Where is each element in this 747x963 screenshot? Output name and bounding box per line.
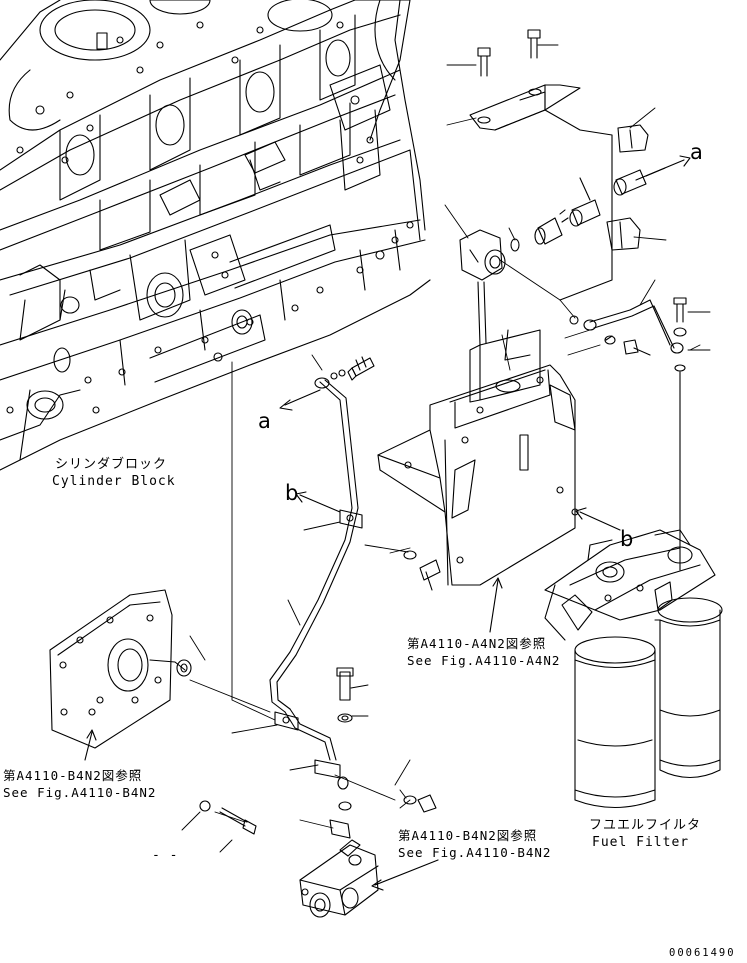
- cylinder-block-label-en: Cylinder Block: [52, 474, 176, 489]
- clamp-clip-lower: [606, 217, 641, 251]
- dash-marks: - -: [152, 848, 179, 863]
- front-cover-plate: [49, 589, 192, 749]
- marker-b-left: b: [285, 481, 299, 505]
- arrow-ref-b4n2-left: [84, 729, 97, 761]
- fuel-tube: [269, 369, 363, 839]
- upper-bracket: [469, 29, 613, 301]
- eye-bolt-top: [347, 356, 375, 381]
- ref-b4n2-bottom-label-en: See Fig.A4110-B4N2: [398, 845, 552, 860]
- leader-lines: [181, 44, 711, 853]
- arrow-b-right: [575, 507, 621, 531]
- ref-b4n2-left-label-jp: 第A4110-B4N2図参照: [3, 768, 143, 783]
- fuel-filter-label-jp: フユエルフイルタ: [589, 818, 702, 833]
- fuel-strainer-block: [299, 839, 379, 918]
- connector-fitting-1: [510, 209, 569, 252]
- arrow-ref-a4n2: [489, 577, 503, 633]
- return-pipe: [569, 299, 684, 356]
- arrow-a-top: [635, 155, 691, 181]
- fuel-filter: [544, 529, 723, 809]
- bolt-right: [673, 297, 687, 571]
- fuel-filter-label-en: Fuel Filter: [592, 835, 690, 850]
- marker-a-left: a: [258, 409, 271, 433]
- filter-bracket: [377, 281, 579, 586]
- clamp-clip-upper: [617, 124, 649, 153]
- arrow-a-left: [279, 389, 321, 411]
- ref-a4n2-label-jp: 第A4110-A4N2図参照: [407, 636, 547, 651]
- arrow-ref-b4n2-bottom: [371, 859, 439, 891]
- cylinder-block-label-jp: シリンダブロック: [55, 457, 168, 472]
- connector-fitting-2: [569, 177, 601, 227]
- ref-b4n2-left-label-en: See Fig.A4110-B4N2: [3, 785, 157, 800]
- marker-b-right: b: [620, 527, 634, 551]
- bolt-lower-left: [199, 800, 257, 835]
- ref-b4n2-bottom-label-jp: 第A4110-B4N2図参照: [398, 828, 538, 843]
- arrow-b-left: [295, 491, 341, 513]
- tee-joint: [459, 229, 506, 281]
- marker-a-top: a: [690, 140, 703, 164]
- cylinder-block: [0, 0, 431, 471]
- bolt-center-stack: [336, 550, 441, 813]
- drawing-code: 00061490: [669, 947, 736, 959]
- connector-fitting-3: [613, 167, 666, 196]
- ref-a4n2-label-en: See Fig.A4110-A4N2: [407, 653, 561, 668]
